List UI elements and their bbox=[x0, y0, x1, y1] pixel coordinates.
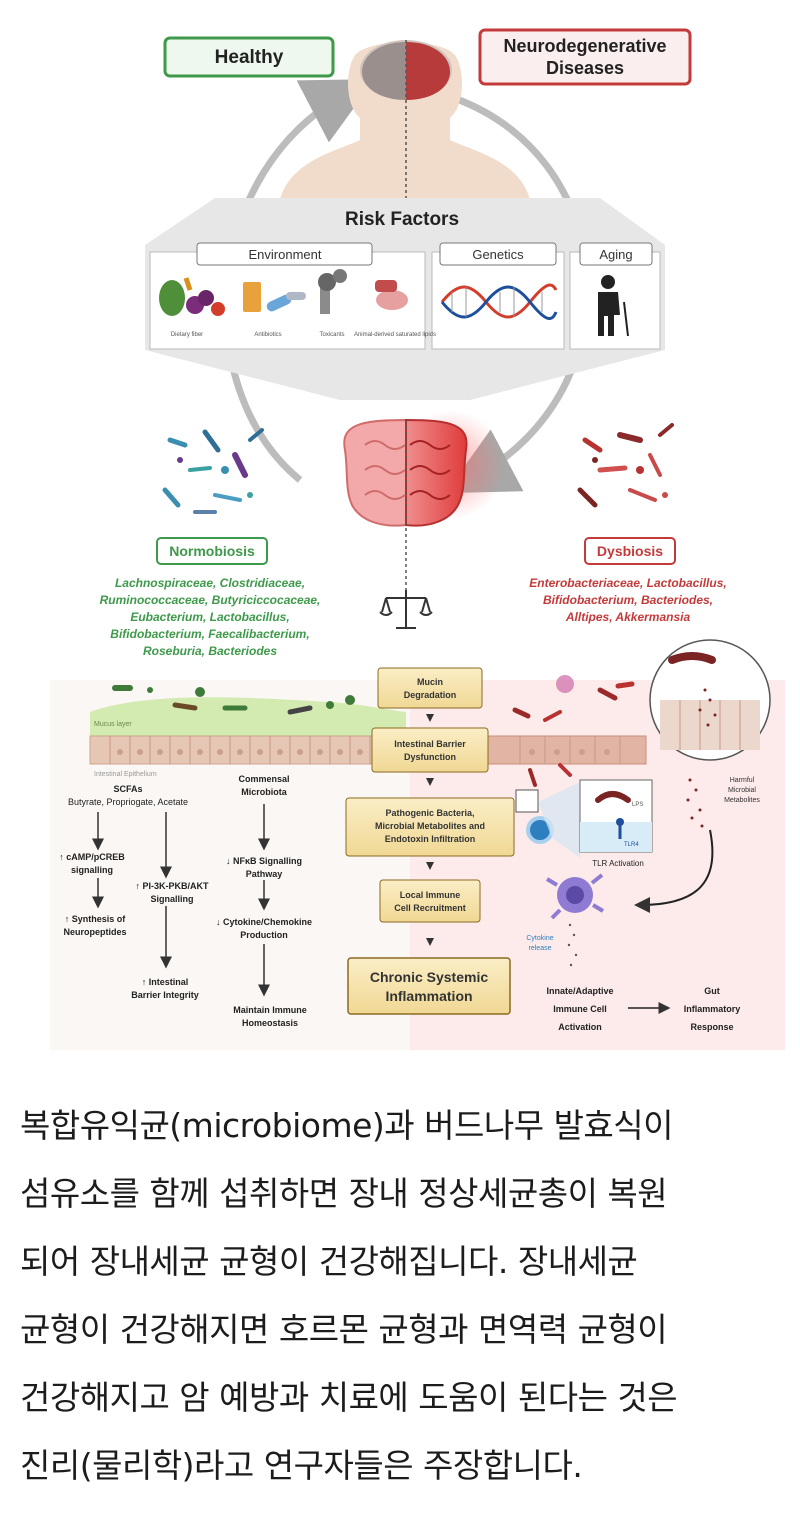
cytokine-line-1: ↓ Cytokine/Chemokine bbox=[216, 917, 312, 927]
homeostasis-line-1: Maintain Immune bbox=[233, 1005, 307, 1015]
dys-taxa-line-1: Enterobacteriaceae, Lactobacillus, bbox=[529, 576, 726, 590]
nfkb-line-1: ↓ NFκB Signalling bbox=[226, 856, 302, 866]
cytokine-line-2: Production bbox=[240, 930, 288, 940]
innate-line-3: Activation bbox=[558, 1022, 602, 1032]
animal-lipids-icon bbox=[375, 280, 408, 310]
scfas-label: SCFAs bbox=[113, 784, 142, 794]
cascade-4-line-2: Cell Recruitment bbox=[394, 903, 466, 913]
normobiosis-label: Normobiosis bbox=[169, 543, 255, 559]
dna-icon bbox=[440, 283, 558, 320]
dietary-fiber-icon bbox=[159, 277, 225, 316]
cascade-3-line-1: Pathogenic Bacteria, bbox=[385, 808, 474, 818]
dys-taxa-line-3: Alltipes, Akkermansia bbox=[565, 610, 691, 624]
antibiotics-icon bbox=[243, 282, 306, 312]
balance-scale-icon bbox=[379, 590, 433, 629]
immune-cell-icon bbox=[545, 873, 605, 920]
innate-line-1: Innate/Adaptive bbox=[546, 986, 613, 996]
env-item-toxicants: Toxicants bbox=[319, 332, 344, 338]
caption-line-6: 진리(물리학)라고 연구자들은 주장합니다. bbox=[20, 1446, 583, 1485]
gut-line-1: Gut bbox=[704, 986, 720, 996]
left-pathway: SCFAs Butyrate, Propriogate, Acetate Com… bbox=[59, 774, 312, 1028]
cascade-3-line-2: Microbial Metabolites and bbox=[375, 821, 485, 831]
caption-line-4: 균형이 건강해지면 호르몬 균형과 면역력 균형이 bbox=[20, 1310, 668, 1349]
cascade-1-line-2: Degradation bbox=[404, 690, 457, 700]
elderly-person-icon bbox=[598, 275, 629, 337]
gut-line-2: Inflammatory bbox=[684, 1004, 741, 1014]
genetics-label: Genetics bbox=[472, 247, 524, 262]
camp-line-1: ↑ cAMP/pCREB bbox=[59, 852, 125, 862]
mucus-layer-label: Mucus layer bbox=[94, 721, 132, 728]
env-item-antibiotics: Antibiotics bbox=[254, 332, 281, 338]
normo-taxa-line-4: Bifidobacterium, Faecalibacterium, bbox=[110, 627, 309, 641]
risk-factors-title: Risk Factors bbox=[345, 209, 459, 230]
harmful-line-1: Harmful bbox=[730, 777, 755, 784]
barrier-line-1: ↑ Intestinal bbox=[142, 977, 189, 987]
gut-brain-axis-diagram: Healthy Neurodegenerative Diseases Risk … bbox=[50, 28, 785, 1050]
cascade-1-line-1: Mucin bbox=[417, 677, 443, 687]
normobiosis-badge: Normobiosis bbox=[156, 537, 268, 565]
pi3k-line-1: ↑ PI-3K-PKB/AKT bbox=[135, 881, 209, 891]
environment-label: Environment bbox=[249, 247, 322, 262]
commensal-line-2: Microbiota bbox=[241, 787, 287, 797]
tlr4-label: TLR4 bbox=[624, 842, 639, 848]
aging-label: Aging bbox=[599, 247, 632, 262]
intestinal-lining: Mucus layer Intestinal Epithelium bbox=[89, 675, 647, 787]
commensal-line-1: Commensal bbox=[238, 774, 289, 784]
synthesis-line-2: Neuropeptides bbox=[63, 927, 126, 937]
epithelium-zoom-inset bbox=[649, 639, 771, 761]
caption-line-1: 복합유익균(microbiome)과 버드나무 발효식이 bbox=[20, 1106, 674, 1145]
caption-line-5: 건강해지고 암 예방과 치료에 도움이 된다는 것은 bbox=[20, 1378, 678, 1417]
caption-line-3: 되어 장내세균 균형이 건강해집니다. 장내세균 bbox=[20, 1242, 638, 1281]
risk-factors-panel: Risk Factors Environment Genetics Aging bbox=[145, 198, 665, 400]
camp-line-2: signalling bbox=[71, 865, 113, 875]
cytokine-release-line-2: release bbox=[529, 945, 552, 952]
innate-line-2: Immune Cell bbox=[553, 1004, 607, 1014]
cascade-4-line-1: Local Immune bbox=[400, 890, 461, 900]
toxicants-icon bbox=[318, 269, 347, 314]
tlr-activation-label: TLR Activation bbox=[592, 859, 644, 868]
neuro-label-line2: Diseases bbox=[546, 58, 624, 78]
healthy-box: Healthy bbox=[163, 36, 335, 78]
dysbiosis-label: Dysbiosis bbox=[597, 543, 663, 559]
normobiosis-taxa: Lachnospiraceae, Clostridiaceae, Ruminoc… bbox=[100, 576, 321, 658]
normo-taxa-line-5: Roseburia, Bacteriodes bbox=[143, 644, 277, 658]
right-pathway: Harmful Microbial Metabolites LPS TLR4 T… bbox=[515, 777, 760, 1032]
caption-paragraph: 복합유익균(microbiome)과 버드나무 발효식이 섬유소를 함께 섭취하… bbox=[20, 1092, 790, 1500]
cytokine-release-line-1: Cytokine bbox=[526, 935, 553, 942]
env-item-dietary-fiber: Dietary fiber bbox=[171, 332, 203, 338]
person-brain-figure bbox=[280, 40, 530, 210]
cascade-5-line-2: Inflammation bbox=[385, 988, 472, 1004]
synthesis-line-1: ↑ Synthesis of bbox=[65, 914, 127, 924]
barrier-line-2: Barrier Integrity bbox=[131, 990, 199, 1000]
dysbiosis-bacteria-cluster bbox=[577, 423, 674, 508]
pathology-cascade: Mucin Degradation Intestinal Barrier Dys… bbox=[345, 667, 515, 1015]
healthy-label: Healthy bbox=[215, 47, 284, 68]
cascade-3-line-3: Endotoxin Infiltration bbox=[385, 834, 476, 844]
env-item-animal-lipids: Animal-derived saturated lipids bbox=[354, 332, 436, 338]
cascade-2-line-1: Intestinal Barrier bbox=[394, 739, 466, 749]
harmful-line-3: Metabolites bbox=[724, 797, 760, 804]
caption-line-2: 섬유소를 함께 섭취하면 장내 정상세균총이 복원 bbox=[20, 1174, 668, 1213]
cascade-5-line-1: Chronic Systemic bbox=[370, 969, 488, 985]
lps-label: LPS bbox=[632, 802, 643, 808]
dys-taxa-line-2: Bifidobacterium, Bacteriodes, bbox=[543, 593, 713, 607]
scfas-sub-label: Butyrate, Propriogate, Acetate bbox=[68, 797, 188, 807]
healthy-bacteria-cluster bbox=[162, 428, 264, 514]
neuro-box: Neurodegenerative Diseases bbox=[478, 28, 692, 86]
cascade-2-line-2: Dysfunction bbox=[404, 752, 456, 762]
homeostasis-line-2: Homeostasis bbox=[242, 1018, 298, 1028]
nfkb-line-2: Pathway bbox=[246, 869, 283, 879]
epithelium-label: Intestinal Epithelium bbox=[94, 771, 157, 778]
dysbiosis-badge: Dysbiosis bbox=[584, 537, 676, 565]
normo-taxa-line-3: Eubacterium, Lactobacillus, bbox=[130, 610, 289, 624]
pi3k-line-2: Signalling bbox=[150, 894, 193, 904]
gut-line-3: Response bbox=[690, 1022, 733, 1032]
normo-taxa-line-1: Lachnospiraceae, Clostridiaceae, bbox=[115, 576, 305, 590]
harmful-line-2: Microbial bbox=[728, 787, 756, 794]
neuro-label-line1: Neurodegenerative bbox=[503, 36, 666, 56]
gut-intestine-icon bbox=[343, 410, 505, 600]
normo-taxa-line-2: Ruminococcaceae, Butyriciccocaceae, bbox=[100, 593, 321, 607]
dysbiosis-taxa: Enterobacteriaceae, Lactobacillus, Bifid… bbox=[529, 576, 726, 624]
